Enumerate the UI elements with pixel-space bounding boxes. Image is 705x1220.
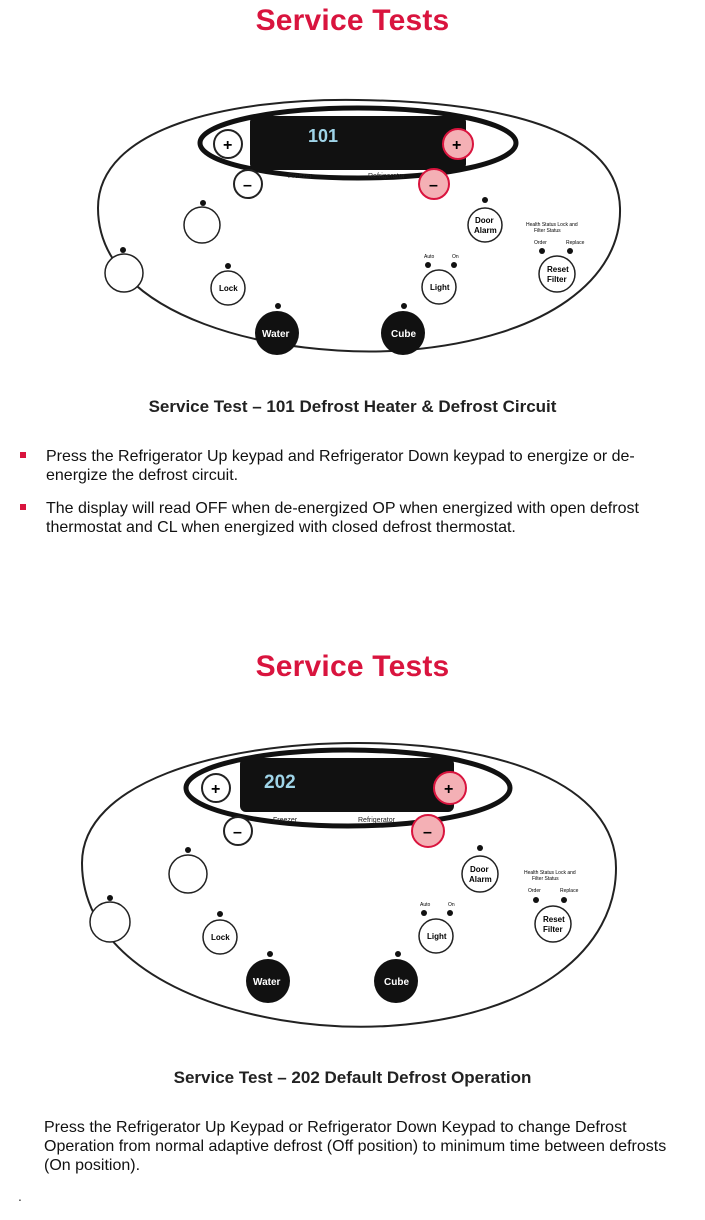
svg-text:+: + — [452, 137, 461, 154]
light-button[interactable]: Light — [421, 269, 457, 305]
svg-text:Alarm: Alarm — [474, 226, 497, 235]
svg-text:Door: Door — [470, 865, 489, 874]
refrigerator-up-button[interactable]: + — [442, 128, 474, 160]
svg-text:Filter Status: Filter Status — [532, 876, 559, 882]
svg-text:Order: Order — [534, 240, 547, 246]
blank-button-1[interactable] — [183, 206, 221, 244]
light-button[interactable]: Light — [418, 918, 454, 954]
freezer-down-button[interactable]: – — [233, 169, 263, 199]
section2-title: Service Tests — [255, 650, 450, 683]
lock-button[interactable]: Lock — [210, 270, 246, 306]
svg-text:Light: Light — [430, 283, 450, 292]
refrigerator-down-button[interactable]: – — [418, 168, 450, 200]
blank-button-1[interactable] — [168, 854, 208, 894]
svg-text:+: + — [211, 781, 220, 798]
svg-text:On: On — [452, 254, 459, 260]
cube-button[interactable]: Cube — [374, 959, 418, 1003]
svg-text:Auto: Auto — [420, 902, 431, 908]
control-panel-1: 101 Freezer Refrigerator + – + – Door Al… — [96, 98, 622, 355]
footer-mark: . — [18, 1188, 22, 1204]
svg-text:Health Status Lock and: Health Status Lock and — [526, 222, 578, 228]
svg-text:Replace: Replace — [566, 240, 585, 246]
panel-outline — [80, 741, 618, 1028]
control-panel-2: 202 Freezer Refrigerator + – + – Door Al… — [80, 741, 618, 1028]
section1-caption: Service Test – 101 Defrost Heater & Defr… — [148, 397, 557, 416]
svg-text:Reset: Reset — [543, 915, 565, 924]
blank-button-2[interactable] — [104, 253, 144, 293]
refrigerator-label: Refrigerator — [368, 173, 406, 180]
section2-paragraph: Press the Refrigerator Up Keypad or Refr… — [44, 1119, 667, 1174]
display-readout: 202 — [264, 772, 296, 793]
svg-text:–: – — [423, 824, 432, 841]
svg-text:Reset: Reset — [547, 265, 569, 274]
svg-text:Health Status Lock and: Health Status Lock and — [524, 870, 576, 876]
svg-text:–: – — [429, 177, 438, 194]
water-button[interactable]: Water — [255, 311, 299, 355]
bullet-item: The display will read OFF when de-energi… — [18, 499, 688, 537]
svg-text:Filter: Filter — [543, 925, 563, 934]
refrigerator-up-button[interactable]: + — [433, 771, 467, 805]
freezer-up-button[interactable]: + — [201, 773, 231, 803]
display-readout: 101 — [308, 126, 338, 146]
freezer-label: Freezer — [288, 173, 313, 180]
svg-text:On: On — [448, 902, 455, 908]
svg-text:Door: Door — [475, 216, 494, 225]
svg-text:Auto: Auto — [424, 254, 435, 260]
svg-text:Filter: Filter — [547, 275, 567, 284]
section1-title: Service Tests — [255, 4, 450, 37]
blank-button-2[interactable] — [89, 901, 131, 943]
bullet-item: Press the Refrigerator Up keypad and Ref… — [18, 447, 688, 485]
svg-text:Alarm: Alarm — [469, 875, 492, 884]
freezer-up-button[interactable]: + — [213, 129, 243, 159]
cube-button[interactable]: Cube — [381, 311, 425, 355]
svg-text:Light: Light — [427, 932, 447, 941]
reset-filter-button[interactable]: Reset Filter — [538, 255, 576, 293]
svg-text:Replace: Replace — [560, 888, 579, 894]
svg-text:Order: Order — [528, 888, 541, 894]
bullet-marker-icon — [20, 452, 26, 458]
svg-text:Water: Water — [262, 329, 290, 340]
freezer-down-button[interactable]: – — [223, 816, 253, 846]
section1-bullets: Press the Refrigerator Up keypad and Ref… — [18, 447, 688, 551]
door-alarm-button[interactable]: Door Alarm — [467, 207, 503, 243]
section2-caption: Service Test – 202 Default Defrost Opera… — [173, 1068, 532, 1087]
freezer-label: Freezer — [273, 817, 298, 824]
reset-filter-button[interactable]: Reset Filter — [534, 905, 572, 943]
svg-text:Filter Status: Filter Status — [534, 228, 561, 234]
svg-text:Water: Water — [253, 977, 281, 988]
svg-text:+: + — [223, 137, 232, 154]
door-alarm-button[interactable]: Door Alarm — [461, 855, 499, 893]
svg-text:Cube: Cube — [391, 329, 416, 340]
water-button[interactable]: Water — [246, 959, 290, 1003]
display-screen — [250, 116, 466, 170]
svg-text:Lock: Lock — [219, 284, 238, 293]
svg-text:+: + — [444, 781, 453, 798]
refrigerator-label: Refrigerator — [358, 817, 396, 824]
bullet-marker-icon — [20, 504, 26, 510]
svg-text:Lock: Lock — [211, 933, 230, 942]
refrigerator-down-button[interactable]: – — [411, 814, 445, 848]
svg-text:Cube: Cube — [384, 977, 409, 988]
svg-text:–: – — [233, 824, 242, 841]
svg-text:–: – — [243, 177, 252, 194]
display-screen — [240, 758, 454, 812]
lock-button[interactable]: Lock — [202, 919, 238, 955]
